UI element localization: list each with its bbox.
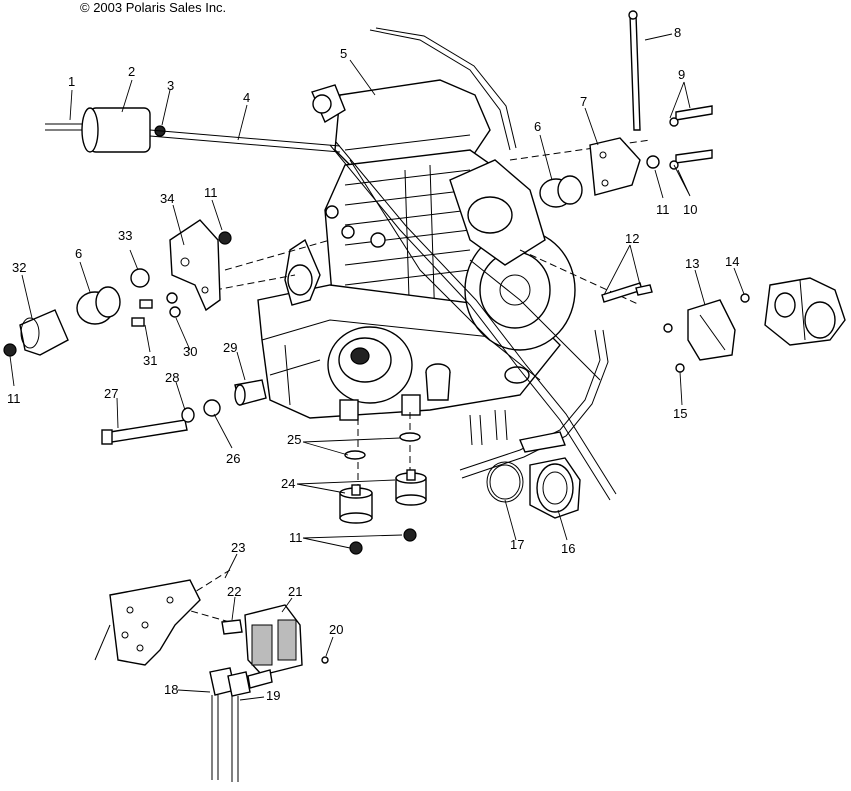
bolt-22 bbox=[221, 619, 243, 635]
callout-11-right: 11 bbox=[656, 202, 670, 217]
bolt-12b bbox=[635, 284, 653, 296]
nut-11 bbox=[218, 231, 232, 245]
callout-31: 31 bbox=[143, 353, 157, 368]
air-boot-group bbox=[469, 409, 581, 519]
callout-22: 22 bbox=[227, 584, 241, 599]
clamp-17 bbox=[486, 461, 524, 503]
nut-11-bottom-a bbox=[349, 541, 363, 555]
engine-top-cover bbox=[334, 79, 491, 176]
leader-lines bbox=[9, 33, 745, 701]
callout-5: 5 bbox=[340, 46, 347, 61]
callout-17: 17 bbox=[510, 537, 524, 552]
callout-32: 32 bbox=[12, 260, 26, 275]
callout-10: 10 bbox=[683, 202, 697, 217]
callout-7: 7 bbox=[580, 94, 587, 109]
callout-11-bottom: 11 bbox=[289, 530, 303, 545]
callout-20: 20 bbox=[329, 622, 343, 637]
coil-bracket-group bbox=[94, 579, 329, 782]
bolt-27 bbox=[109, 419, 188, 443]
callout-30: 30 bbox=[183, 344, 197, 359]
right-mount-group bbox=[539, 10, 713, 208]
callout-28: 28 bbox=[165, 370, 179, 385]
callout-18: 18 bbox=[164, 682, 178, 697]
callout-13: 13 bbox=[685, 256, 699, 271]
callout-25: 25 bbox=[287, 432, 301, 447]
washer-33 bbox=[130, 268, 150, 288]
callout-3: 3 bbox=[167, 78, 174, 93]
mount-bolt-group bbox=[101, 379, 267, 445]
callout-6-left: 6 bbox=[75, 246, 82, 261]
callout-9: 9 bbox=[678, 67, 685, 82]
callout-12: 12 bbox=[625, 231, 639, 246]
bottom-mount-group bbox=[339, 432, 427, 555]
screw-20 bbox=[321, 656, 329, 664]
callout-26: 26 bbox=[226, 451, 240, 466]
washer-26 bbox=[203, 399, 221, 417]
callout-19: 19 bbox=[266, 688, 280, 703]
copyright-notice: © 2003 Polaris Sales Inc. bbox=[80, 0, 227, 15]
callout-21: 21 bbox=[288, 584, 302, 599]
rod-8 bbox=[629, 14, 641, 131]
callout-8: 8 bbox=[674, 25, 681, 40]
callout-2: 2 bbox=[128, 64, 135, 79]
carburetor-group bbox=[601, 277, 846, 373]
callout-24: 24 bbox=[281, 476, 295, 491]
callout-11-left: 11 bbox=[7, 391, 21, 406]
washer-25a bbox=[344, 450, 366, 460]
callout-1: 1 bbox=[68, 74, 75, 89]
fuel-filter bbox=[89, 107, 151, 153]
screw-14 bbox=[740, 293, 750, 303]
callout-16: 16 bbox=[561, 541, 575, 556]
callout-4: 4 bbox=[243, 90, 250, 105]
callout-11-bracket: 11 bbox=[204, 185, 218, 200]
nut-11-bottom-b bbox=[403, 528, 417, 542]
heat-shield-32 bbox=[19, 309, 69, 356]
washer-28 bbox=[181, 407, 195, 423]
washer-25b bbox=[399, 432, 421, 442]
callout-14: 14 bbox=[725, 254, 739, 269]
bolt-12a bbox=[601, 282, 643, 303]
boot-13 bbox=[687, 299, 736, 361]
callout-27: 27 bbox=[104, 386, 118, 401]
callout-15: 15 bbox=[673, 406, 687, 421]
left-mount-group bbox=[3, 219, 232, 357]
bracket-7 bbox=[589, 137, 641, 196]
callout-6-right: 6 bbox=[534, 119, 541, 134]
callout-23: 23 bbox=[231, 540, 245, 555]
cables bbox=[329, 27, 617, 501]
fuel-filter-group bbox=[45, 107, 341, 153]
callout-34: 34 bbox=[160, 191, 174, 206]
bracket-34 bbox=[169, 219, 221, 312]
callout-29: 29 bbox=[223, 340, 237, 355]
engine-assembly bbox=[257, 79, 576, 421]
callout-33: 33 bbox=[118, 228, 132, 243]
bracket-23 bbox=[109, 579, 201, 666]
callout-labels: 1 2 3 4 5 6 7 8 9 10 11 11 34 33 6 32 11… bbox=[7, 25, 739, 703]
